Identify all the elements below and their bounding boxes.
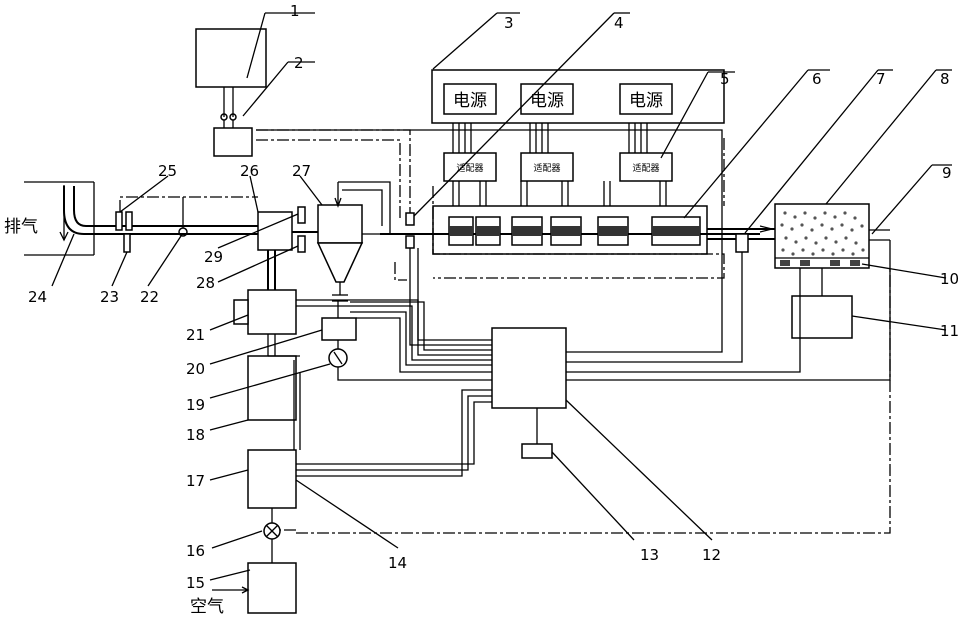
mixer-box-26 [258,212,292,250]
label-9: 9 [942,164,952,182]
label-27: 27 [292,162,311,180]
label-14: 14 [388,554,407,572]
sensor-23 [124,234,130,252]
compressor-15 [248,563,296,613]
label-25: 25 [158,162,177,180]
reactor-modules [449,217,700,245]
label-6: 6 [812,70,822,88]
label-4: 4 [614,14,624,32]
cyclone-27 [318,205,362,243]
adapter-label-2: 适配器 [533,163,560,174]
label-23: 23 [100,288,119,306]
box-11 [792,296,852,338]
valve-block-20 [322,318,356,340]
label-13: 13 [640,546,659,564]
label-7: 7 [876,70,886,88]
label-21: 21 [186,326,205,344]
tank-18 [248,356,296,420]
label-19: 19 [186,396,205,414]
label-29: 29 [204,248,223,266]
sensor-4b [406,236,414,248]
label-15: 15 [186,574,205,592]
box-17 [248,450,296,508]
label-2: 2 [294,54,304,72]
label-8: 8 [940,70,950,88]
adapter-label-3: 适配器 [632,163,659,174]
exhaust-label: 排气 [4,217,38,237]
sensor-28 [298,236,305,252]
display-13 [522,444,552,458]
air-label: 空气 [190,597,224,617]
label-18: 18 [186,426,205,444]
label-3: 3 [504,14,514,32]
sensor-25b [126,212,132,230]
controller-12 [492,328,566,408]
label-24: 24 [28,288,47,306]
sensor-25 [116,212,122,230]
label-26: 26 [240,162,259,180]
label-1: 1 [290,2,300,20]
label-5: 5 [720,70,730,88]
sensor-29 [298,207,305,223]
label-16: 16 [186,542,205,560]
tank-box-1 [196,29,266,87]
label-12: 12 [702,546,721,564]
sensor-7 [736,234,748,252]
label-20: 20 [186,360,205,378]
label-22: 22 [140,288,159,306]
power-supply-label-1: 电源 [453,91,487,111]
label-10: 10 [940,270,959,288]
box-21-tab [234,300,248,324]
box-21 [248,290,296,334]
power-supply-label-3: 电源 [629,91,663,111]
label-11: 11 [940,322,959,340]
label-17: 17 [186,472,205,490]
label-28: 28 [196,274,215,292]
sensor-4 [406,213,414,225]
pump-box [214,128,252,156]
